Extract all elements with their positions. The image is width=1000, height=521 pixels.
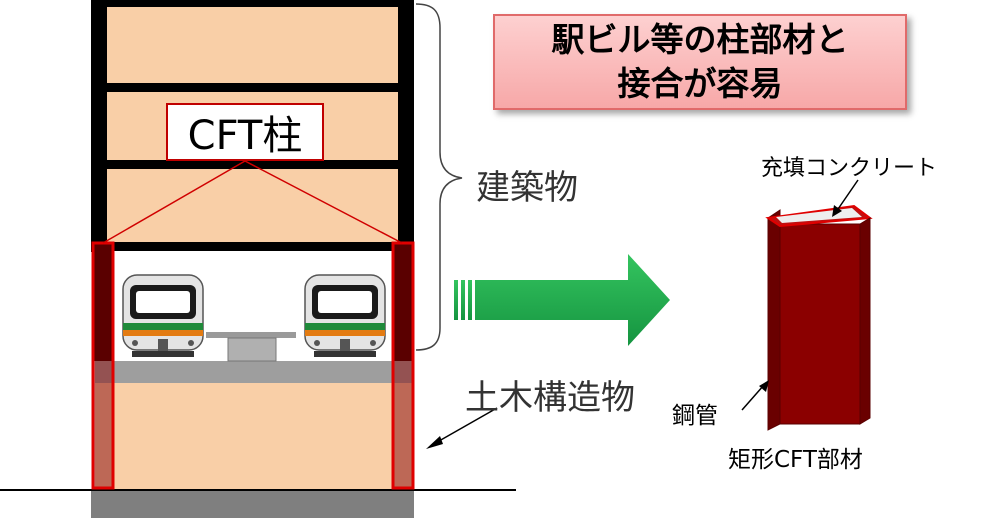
member-front-face <box>779 223 861 425</box>
cft-leader-left <box>102 160 246 244</box>
station-slab <box>95 361 413 383</box>
foundation <box>91 490 414 518</box>
train-right-icon <box>304 274 386 357</box>
platform-top <box>206 332 296 338</box>
civil-structure-label: 土木構造物 <box>465 378 635 418</box>
building-brace <box>415 3 463 351</box>
civil-pointer-head <box>426 436 443 449</box>
cft-leader-right <box>244 160 403 244</box>
civil-base <box>95 383 413 493</box>
building-label: 建築物 <box>476 168 578 208</box>
steel-pipe-label: 鋼管 <box>672 403 718 429</box>
floor-slab-1 <box>91 83 414 92</box>
civil-pointer-line <box>431 407 498 446</box>
cft-columns <box>91 241 415 490</box>
fill-pointer-head <box>832 205 842 217</box>
cft-column-right-lower <box>393 361 413 488</box>
platform-base <box>227 337 277 362</box>
callout-line-2: 接合が容易 <box>617 64 783 103</box>
member-right-edge <box>859 217 871 425</box>
cft-column-left-upper <box>93 243 113 361</box>
rect-cft-member <box>765 204 873 431</box>
building-right-wall <box>398 0 414 252</box>
floor-slab-3 <box>91 242 414 251</box>
fill-concrete-label: 充填コンクリート <box>761 156 938 181</box>
green-arrow-icon <box>454 254 670 346</box>
steel-pointer-head <box>759 380 769 392</box>
callout-line-1: 駅ビル等の柱部材と <box>551 20 849 59</box>
cft-column-right-upper <box>393 243 413 361</box>
fill-pointer-line <box>835 179 859 213</box>
steel-pointer-line <box>741 384 765 411</box>
cft-column-left-lower <box>93 361 113 488</box>
rect-cft-member-label: 矩形CFT部材 <box>728 447 863 473</box>
member-left-face <box>767 209 781 431</box>
building-section <box>91 0 414 252</box>
train-left-icon <box>122 274 204 357</box>
building-left-wall <box>91 0 107 252</box>
cft-column-label: CFT柱 <box>166 103 324 161</box>
building-roof <box>91 0 414 7</box>
cft-column-right-outline <box>391 241 415 490</box>
ease-of-joint-callout: 駅ビル等の柱部材と 接合が容易 <box>493 14 907 110</box>
station-level <box>0 251 516 518</box>
